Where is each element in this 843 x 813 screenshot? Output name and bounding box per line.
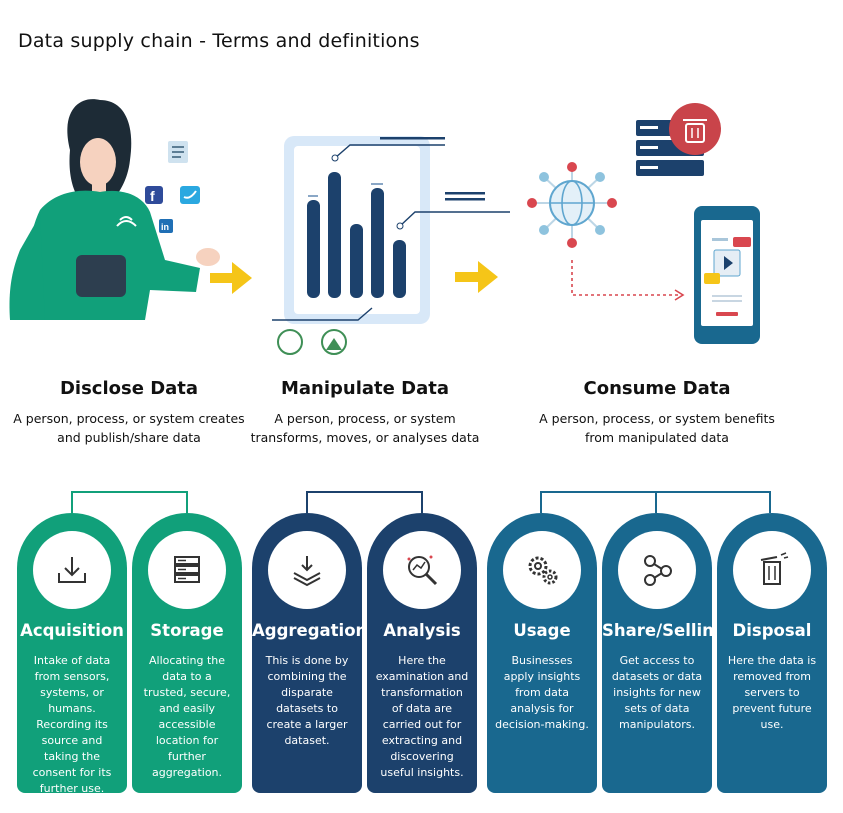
step-label: Aggregation xyxy=(252,621,368,640)
phone-illustration xyxy=(694,206,760,344)
step-icon-circle xyxy=(268,531,346,609)
step-label: Disposal xyxy=(732,621,812,640)
step-text: Intake of data from sensors, systems, or… xyxy=(32,654,112,795)
connector-manipulate xyxy=(306,491,423,513)
step-label: Analysis xyxy=(383,621,461,640)
page-title: Data supply chain - Terms and definition… xyxy=(18,30,420,52)
step-card-aggregation: Aggregation This is done by combining th… xyxy=(252,513,368,793)
svg-text:in: in xyxy=(161,222,169,232)
phase-connectors xyxy=(71,491,771,513)
step-card-share-selling: Share/Selling Get access to datasets or … xyxy=(602,513,726,793)
step-icon-circle xyxy=(733,531,811,609)
magnifier-analysis-icon xyxy=(407,555,438,586)
globe-network-illustration xyxy=(527,162,685,301)
step-label: Share/Selling xyxy=(602,621,726,640)
person-illustration xyxy=(9,99,220,320)
phase-heading: Manipulate Data xyxy=(281,378,449,399)
server-icon xyxy=(174,556,200,583)
step-text: Here the examination and transformation … xyxy=(375,654,469,779)
step-label: Acquisition xyxy=(20,621,124,640)
step-text: This is done by combining the disparate … xyxy=(265,654,349,747)
chart-tablet-illustration xyxy=(272,136,510,355)
phase-manipulate: Manipulate Data A person, process, or sy… xyxy=(245,378,485,447)
phase-description: A person, process, or system creates and… xyxy=(13,411,245,445)
step-card-usage: Usage Businesses apply insights from dat… xyxy=(487,513,597,793)
step-card-acquisition: Acquisition Intake of data from sensors,… xyxy=(17,513,127,795)
trash-icon xyxy=(760,552,789,585)
phase-disclose: Disclose Data A person, process, or syst… xyxy=(9,378,249,447)
connector-disclose xyxy=(71,491,188,513)
download-icon xyxy=(58,557,86,583)
phase-heading: Consume Data xyxy=(583,378,731,399)
step-label: Usage xyxy=(513,621,571,640)
svg-text:f: f xyxy=(150,188,155,204)
step-card-analysis: Analysis Here the examination and transf… xyxy=(367,513,477,793)
step-label: Storage xyxy=(150,621,224,640)
step-text: Get access to datasets or data insights … xyxy=(611,654,703,731)
flow-arrow-2 xyxy=(455,261,498,293)
step-icon-circle xyxy=(503,531,581,609)
step-icon-circle xyxy=(383,531,461,609)
step-text: Here the data is removed from servers to… xyxy=(727,654,817,731)
step-card-storage: Storage Allocating the data to a trusted… xyxy=(132,513,242,793)
layers-download-icon xyxy=(293,556,321,587)
flow-arrow-1 xyxy=(210,262,252,294)
phase-heading: Disclose Data xyxy=(59,378,199,399)
share-icon xyxy=(644,555,672,586)
step-icon-circle xyxy=(33,531,111,609)
step-text: Allocating the data to a trusted, secure… xyxy=(143,654,231,779)
phase-description: A person, process, or system benefits fr… xyxy=(539,411,775,445)
gears-icon xyxy=(528,556,558,585)
phase-description: A person, process, or system transforms,… xyxy=(250,411,480,445)
server-trash-illustration xyxy=(636,103,721,176)
step-card-disposal: Disposal Here the data is removed from s… xyxy=(717,513,827,793)
step-icon-circle xyxy=(618,531,696,609)
step-text: Businesses apply insights from data anal… xyxy=(495,654,589,731)
illustration-area: f in xyxy=(9,99,760,355)
phase-consume: Consume Data A person, process, or syste… xyxy=(537,378,777,447)
step-icon-circle xyxy=(148,531,226,609)
social-icons: f in xyxy=(145,141,200,233)
connector-consume xyxy=(540,491,771,513)
